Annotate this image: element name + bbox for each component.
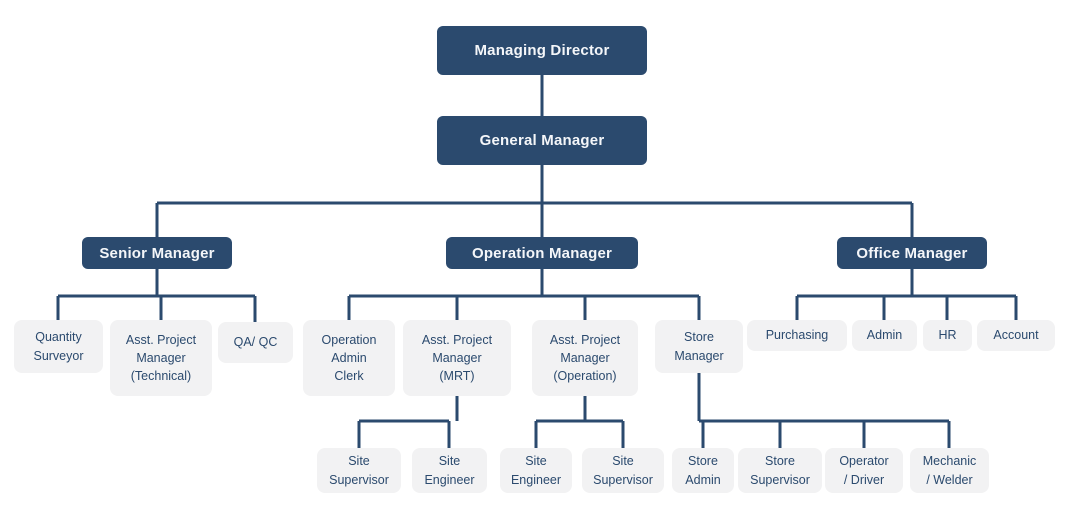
org-node-store-admin: Store Admin bbox=[672, 448, 734, 493]
org-node-mechanic-welder: Mechanic / Welder bbox=[910, 448, 989, 493]
org-node-operator-driver: Operator / Driver bbox=[825, 448, 903, 493]
org-node-site-supervisor-2: Site Supervisor bbox=[582, 448, 664, 493]
org-node-apm-mrt: Asst. Project Manager (MRT) bbox=[403, 320, 511, 396]
org-node-quantity-surveyor: Quantity Surveyor bbox=[14, 320, 103, 373]
org-node-operation-admin-clerk: Operation Admin Clerk bbox=[303, 320, 395, 396]
org-node-store-manager: Store Manager bbox=[655, 320, 743, 373]
org-node-operation-manager: Operation Manager bbox=[446, 237, 638, 269]
org-node-site-engineer-2: Site Engineer bbox=[500, 448, 572, 493]
org-node-admin: Admin bbox=[852, 320, 917, 351]
org-node-hr: HR bbox=[923, 320, 972, 351]
org-node-site-engineer-1: Site Engineer bbox=[412, 448, 487, 493]
org-node-qa-qc: QA/ QC bbox=[218, 322, 293, 363]
org-node-apm-operation: Asst. Project Manager (Operation) bbox=[532, 320, 638, 396]
org-node-managing-director: Managing Director bbox=[437, 26, 647, 75]
org-node-site-supervisor-1: Site Supervisor bbox=[317, 448, 401, 493]
org-node-account: Account bbox=[977, 320, 1055, 351]
org-node-office-manager: Office Manager bbox=[837, 237, 987, 269]
org-node-purchasing: Purchasing bbox=[747, 320, 847, 351]
org-node-apm-technical: Asst. Project Manager (Technical) bbox=[110, 320, 212, 396]
org-node-store-supervisor: Store Supervisor bbox=[738, 448, 822, 493]
org-node-general-manager: General Manager bbox=[437, 116, 647, 165]
org-node-senior-manager: Senior Manager bbox=[82, 237, 232, 269]
